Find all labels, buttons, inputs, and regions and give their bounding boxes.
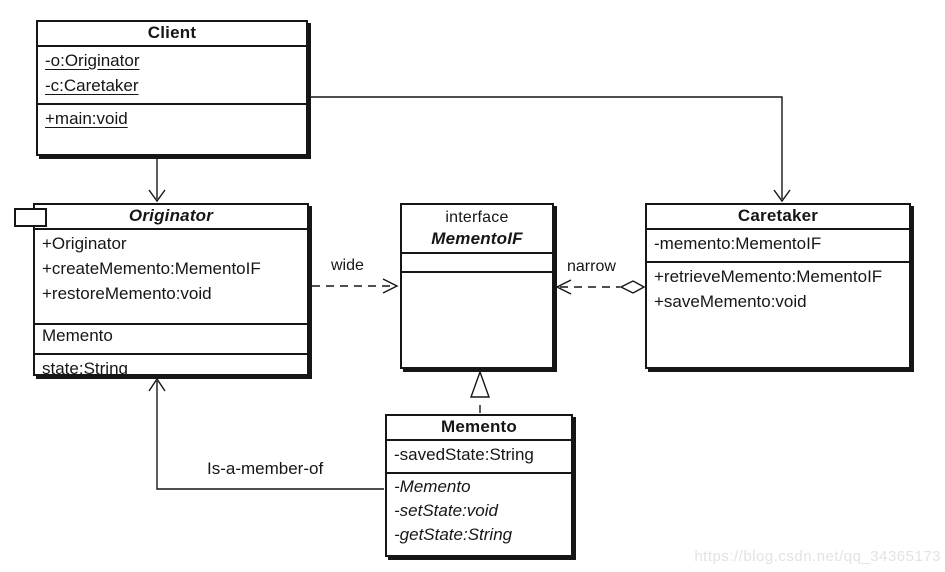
class-title-caretaker: Caretaker (647, 205, 909, 230)
mementoif-methods-section (402, 273, 552, 367)
client-methods-section: +main:void (38, 105, 306, 154)
interface-stereotype: interface (445, 209, 509, 226)
class-title-memento: Memento (387, 416, 571, 441)
class-title-originator: Originator (35, 205, 307, 230)
client-attribute: -c:Caretaker (45, 76, 139, 95)
interface-name: MementoIF (431, 229, 523, 248)
memento-methods-section: -Memento -setState:void -getState:String (387, 474, 571, 555)
class-box-originator: Originator +Originator +createMemento:Me… (14, 203, 309, 378)
mementoif-attributes-section (402, 254, 552, 273)
caretaker-attribute: -memento:MementoIF (654, 234, 822, 253)
class-box-client: Client -o:Originator -c:Caretaker +main:… (36, 20, 308, 156)
caretaker-method: +saveMemento:void (654, 292, 807, 311)
memento-method: -getState:String (394, 525, 513, 544)
class-box-caretaker: Caretaker -memento:MementoIF +retrieveMe… (645, 203, 911, 369)
originator-method: +createMemento:MementoIF (42, 259, 261, 278)
class-title-client: Client (38, 22, 306, 47)
originator-method: +restoreMemento:void (42, 284, 212, 303)
originator-method: +Originator (42, 234, 127, 253)
caretaker-method: +retrieveMemento:MementoIF (654, 267, 883, 286)
class-box-memento: Memento -savedState:String -Memento -set… (385, 414, 573, 557)
client-method: +main:void (45, 109, 128, 128)
edge-label-member-of: Is-a-member-of (207, 459, 324, 478)
client-attribute: -o:Originator (45, 51, 140, 70)
caretaker-attributes-section: -memento:MementoIF (647, 230, 909, 263)
watermark-text: https://blog.csdn.net/qq_34365173 (694, 548, 941, 565)
client-attributes-section: -o:Originator -c:Caretaker (38, 47, 306, 105)
class-box-mementoif: interface MementoIF (400, 203, 554, 369)
originator-to-mementoif-dependency (312, 278, 399, 294)
edge-label-wide: wide (331, 257, 364, 274)
client-to-caretaker-association (309, 96, 791, 203)
originator-nested-class-section: Memento (35, 325, 307, 355)
client-to-originator-association (148, 156, 166, 203)
originator-nested-class: Memento (42, 326, 113, 345)
memento-attribute: -savedState:String (394, 445, 534, 464)
memento-attributes-section: -savedState:String (387, 441, 571, 474)
originator-state-field: state:String (42, 359, 128, 378)
caretaker-methods-section: +retrieveMemento:MementoIF +saveMemento:… (647, 263, 909, 367)
memento-method: -Memento (394, 477, 471, 496)
class-title-mementoif: interface MementoIF (402, 205, 552, 254)
memento-method: -setState:void (394, 501, 498, 520)
package-tab-icon (14, 208, 47, 227)
edge-label-narrow: narrow (567, 258, 616, 275)
memento-realization-arrow (470, 369, 490, 413)
caretaker-to-mementoif-aggregation (555, 279, 646, 295)
originator-state-section: state:String (35, 355, 307, 384)
originator-methods-section: +Originator +createMemento:MementoIF +re… (35, 230, 307, 325)
